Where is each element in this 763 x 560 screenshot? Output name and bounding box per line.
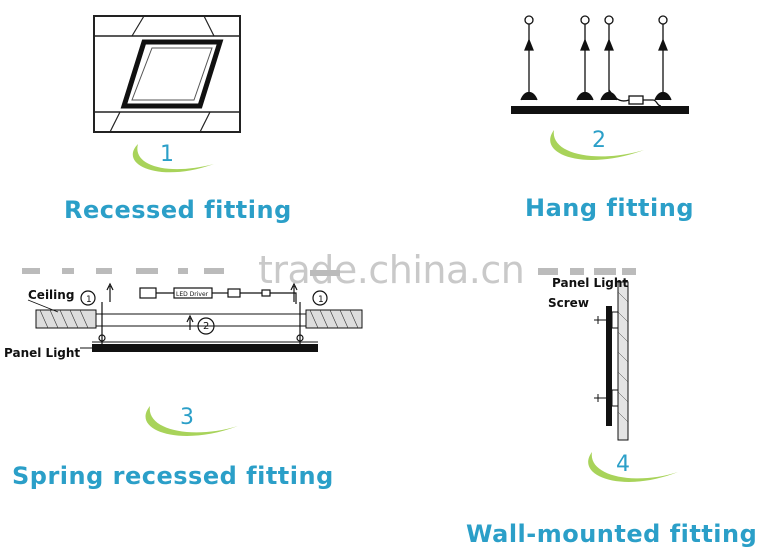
spring-recessed-diagram: [22, 268, 363, 352]
section-4-number: 4: [616, 452, 630, 477]
section-2-caption: Hang fitting: [525, 194, 695, 222]
section-1-number: 1: [160, 142, 174, 167]
screw-label: Screw: [548, 296, 589, 310]
led-driver-label: LED Driver: [176, 291, 209, 298]
section-3-caption: Spring recessed fitting: [12, 462, 334, 490]
panel-light-label: Panel Light: [4, 346, 81, 360]
section-1-caption: Recessed fitting: [64, 196, 292, 224]
wall-mounted-diagram: [538, 268, 636, 441]
ceiling-label: Ceiling: [28, 288, 75, 302]
hang-fitting-diagram: [511, 15, 689, 114]
swoosh-3-icon: [145, 406, 238, 436]
marker-1-right: 1: [318, 295, 324, 305]
section-2-number: 2: [592, 128, 606, 153]
marker-2: 2: [203, 321, 210, 332]
section-3-number: 3: [180, 405, 194, 430]
section-4-caption: Wall-mounted fitting: [466, 520, 758, 548]
swoosh-4-icon: [588, 452, 678, 482]
recessed-fitting-diagram: [93, 15, 241, 133]
wall-panel-light-label: Panel Light: [552, 276, 629, 290]
marker-1-left: 1: [86, 295, 92, 305]
watermark-text: trade.china.cn: [258, 248, 525, 292]
